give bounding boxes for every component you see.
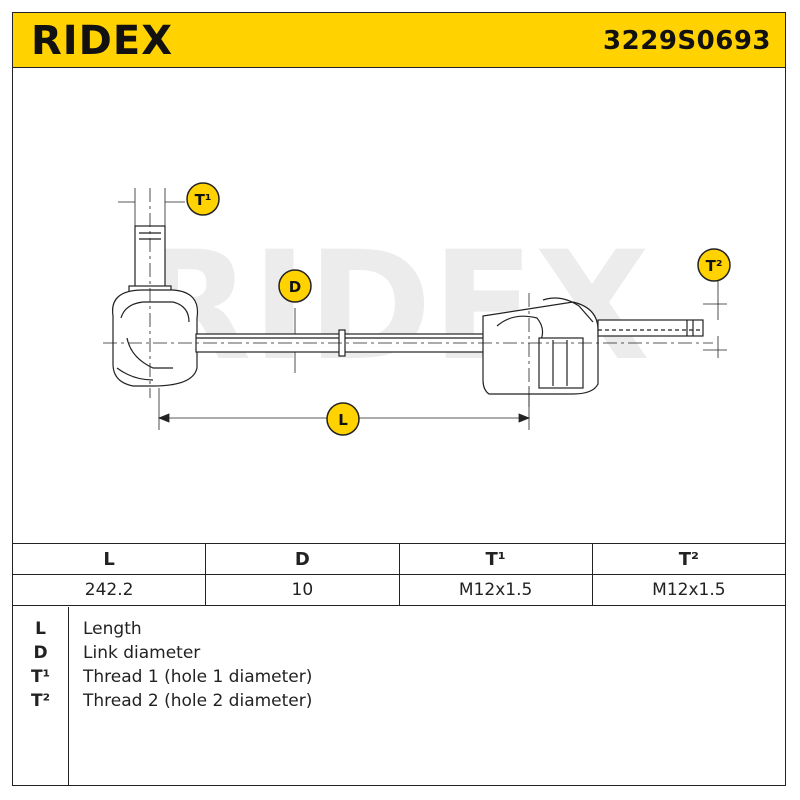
part-number: 3229S0693 [603, 26, 771, 56]
legend-symbol: T² [30, 691, 51, 711]
page-frame [12, 12, 786, 786]
spec-header-t2: T² [591, 543, 787, 575]
legend-item: D Link diameter [13, 643, 785, 667]
spec-value-l: 242.2 [11, 574, 207, 606]
spec-header-d: D [205, 543, 400, 575]
spec-header-row: L D T¹ T² [11, 543, 787, 575]
svg-text:L: L [338, 411, 348, 429]
callout-t2: T² [697, 248, 731, 282]
drawing-svg: RIDEX [103, 182, 731, 436]
legend-description: Thread 1 (hole 1 diameter) [83, 667, 313, 687]
brand-logo: RIDEX [31, 18, 174, 64]
svg-text:T²: T² [706, 257, 723, 275]
legend-symbol: D [33, 643, 48, 663]
callout-d: D [278, 269, 312, 303]
spec-value-row: 242.2 10 M12x1.5 M12x1.5 [11, 574, 787, 606]
spec-header-l: L [11, 543, 207, 575]
left-ball-joint [111, 289, 199, 387]
spec-value-d: 10 [205, 574, 400, 606]
svg-text:T¹: T¹ [195, 191, 212, 209]
header-bar: RIDEX 3229S0693 [12, 12, 786, 68]
spec-table: L D T¹ T² 242.2 10 M12x1.5 M12x1.5 [11, 543, 787, 606]
legend-symbol: L [35, 619, 46, 639]
right-thread-stud [597, 319, 704, 337]
legend-item: T² Thread 2 (hole 2 diameter) [13, 691, 785, 715]
callout-t1: T¹ [186, 182, 220, 216]
legend-symbol: T¹ [30, 667, 51, 687]
legend-item: T¹ Thread 1 (hole 1 diameter) [13, 667, 785, 691]
svg-text:D: D [289, 278, 301, 296]
spec-value-t1: M12x1.5 [398, 574, 593, 606]
callout-l: L [326, 402, 360, 436]
legend-panel: L Length D Link diameter T¹ Thread 1 (ho… [12, 607, 786, 786]
legend-description: Length [83, 619, 142, 639]
legend-description: Link diameter [83, 643, 201, 663]
legend-description: Thread 2 (hole 2 diameter) [83, 691, 313, 711]
legend-item: L Length [13, 619, 785, 643]
spec-header-t1: T¹ [398, 543, 593, 575]
legend-divider [68, 607, 69, 785]
spec-value-t2: M12x1.5 [591, 574, 787, 606]
technical-drawing: RIDEX [13, 68, 785, 543]
